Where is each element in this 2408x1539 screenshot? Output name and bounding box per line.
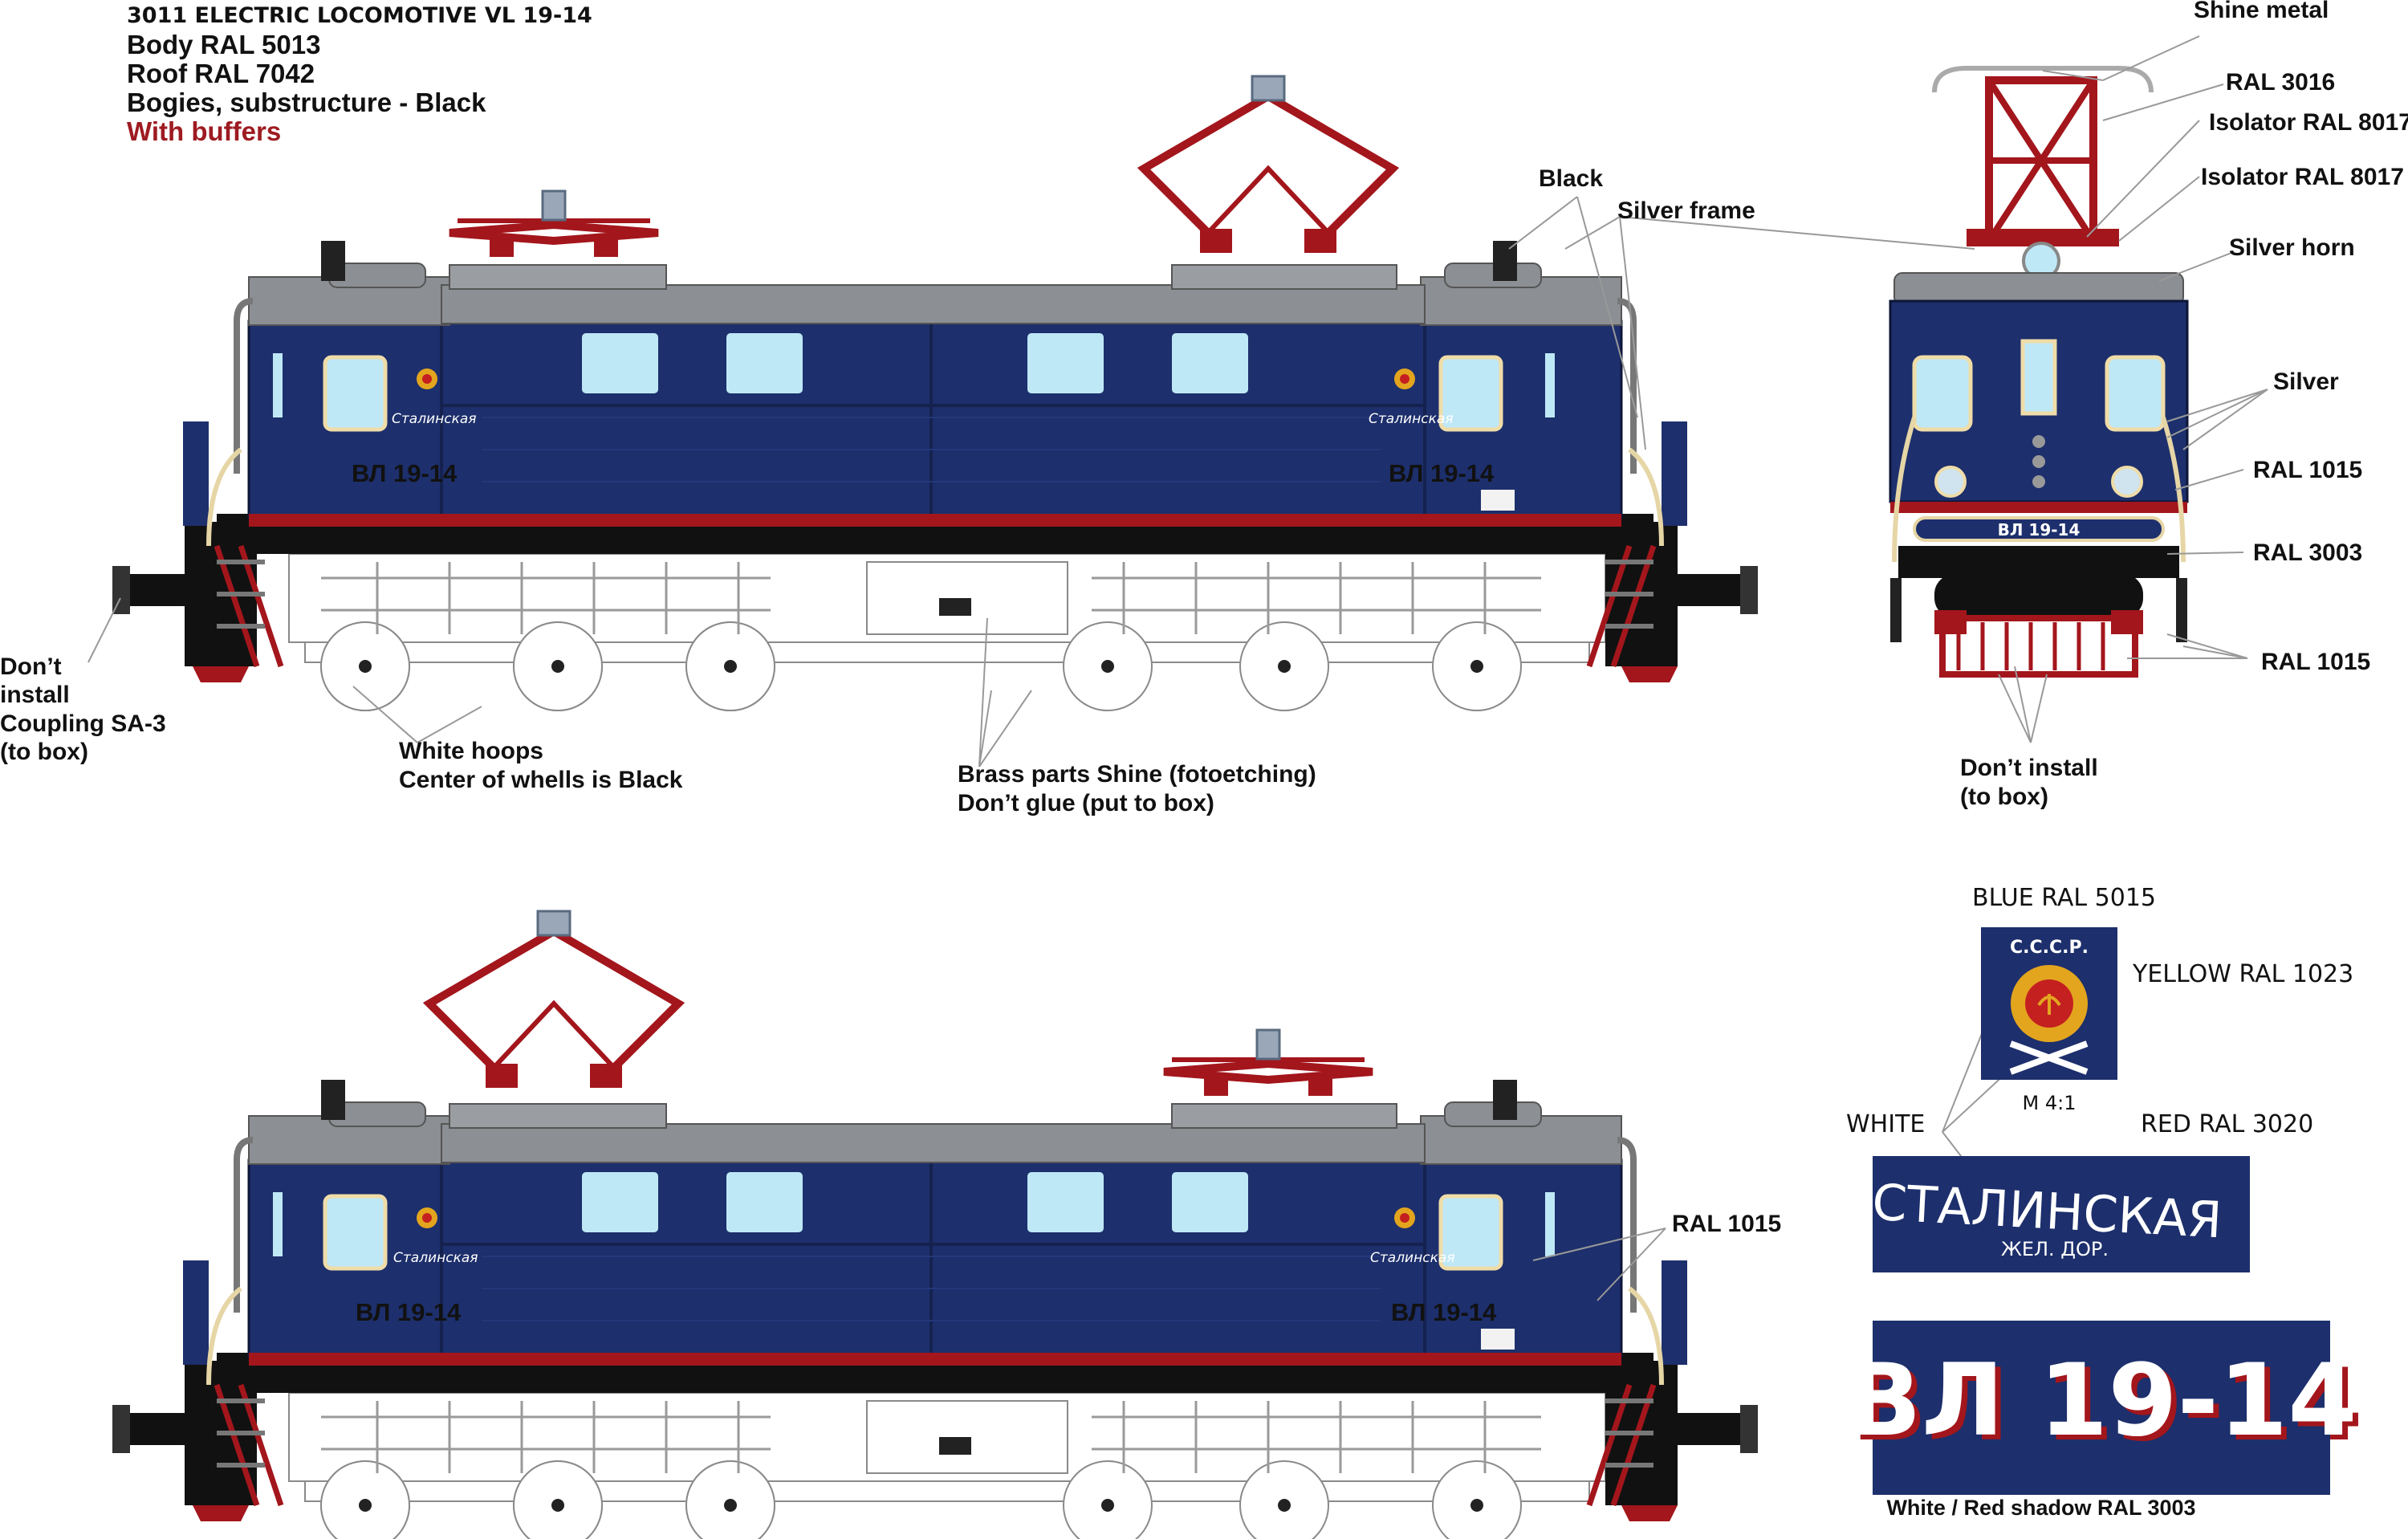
label-black: Black bbox=[1539, 165, 1603, 192]
decal-label-yellow: YELLOW RAL 1023 bbox=[2132, 960, 2353, 988]
label-silver: Silver bbox=[2273, 368, 2339, 395]
label-ral1015-a: RAL 1015 bbox=[2253, 457, 2362, 483]
label-ral1015-c: RAL 1015 bbox=[1672, 1211, 1781, 1237]
number-plate-left-bottom: ВЛ 19-14 bbox=[356, 1298, 462, 1326]
label-isolator-1: Isolator RAL 8017 bbox=[2209, 109, 2408, 136]
emblem-cccp: С.С.С.Р. bbox=[2010, 938, 2089, 958]
number-plate-right: ВЛ 19-14 bbox=[1389, 459, 1495, 487]
header-title: 3011 ELECTRIC LOCOMOTIVE VL 19-14 bbox=[127, 3, 592, 28]
label-isolator-2: Isolator RAL 8017 bbox=[2201, 164, 2404, 190]
label-brass-1: Brass parts Shine (fotoetching) bbox=[958, 761, 1316, 788]
label-ral3003: RAL 3003 bbox=[2253, 539, 2362, 566]
label-coupling-4: (to box) bbox=[0, 739, 88, 765]
label-ral1015-b: RAL 1015 bbox=[2261, 649, 2370, 675]
leader-lines bbox=[87, 35, 2268, 1301]
header-bogies-color: Bogies, substructure - Black bbox=[127, 88, 486, 117]
header-buffers-note: With buffers bbox=[127, 116, 282, 146]
loco-front-view: ВЛ 19-14 bbox=[1889, 66, 2189, 678]
label-coupling-3: Coupling SA-3 bbox=[0, 710, 166, 737]
header-roof-color: Roof RAL 7042 bbox=[127, 59, 315, 88]
label-silver-horn: Silver horn bbox=[2229, 234, 2355, 261]
decal-label-blue: BLUE RAL 5015 bbox=[1972, 884, 2156, 912]
railway-sub-decal: ЖЕЛ. ДОР. bbox=[2001, 1238, 2109, 1260]
number-decal: ВЛ 19-14 bbox=[1845, 1343, 2357, 1459]
label-white-hoops-2: Center of whells is Black bbox=[399, 767, 683, 793]
label-coupling-1: Don’t bbox=[0, 653, 62, 680]
label-dont-install-1: Don’t install bbox=[1960, 755, 2098, 781]
label-coupling-2: install bbox=[0, 682, 70, 708]
label-brass-2: Don’t glue (put to box) bbox=[958, 790, 1214, 816]
label-dont-install-2: (to box) bbox=[1960, 784, 2048, 810]
number-plate-left: ВЛ 19-14 bbox=[352, 459, 458, 487]
label-ral3016: RAL 3016 bbox=[2226, 69, 2335, 96]
loco-side-view-top: ВЛ 19-14 ВЛ 19-14 Сталинская Сталинская bbox=[112, 76, 1758, 710]
label-white-hoops-1: White hoops bbox=[399, 738, 543, 764]
railway-name-right: Сталинская bbox=[1369, 411, 1453, 427]
number-plate-right-bottom: ВЛ 19-14 bbox=[1391, 1298, 1497, 1326]
number-decal-note: White / Red shadow RAL 3003 bbox=[1886, 1496, 2195, 1520]
front-number-plate: ВЛ 19-14 bbox=[1998, 520, 2081, 539]
loco-side-view-bottom: ВЛ 19-14 ВЛ 19-14 Сталинская Сталинская bbox=[112, 911, 1758, 1539]
header-body-color: Body RAL 5013 bbox=[127, 30, 321, 59]
railway-name-plate bbox=[1873, 1156, 2250, 1272]
railway-name-left: Сталинская bbox=[392, 411, 476, 427]
callout-labels: Black Silver frame Shine metal RAL 3016 … bbox=[0, 0, 2408, 1237]
emblem-scale: M 4:1 bbox=[2023, 1092, 2076, 1114]
railway-name-left-bottom: Сталинская bbox=[393, 1250, 478, 1266]
label-silver-frame: Silver frame bbox=[1617, 197, 1755, 224]
label-shine-metal: Shine metal bbox=[2194, 0, 2329, 23]
decal-sheet: BLUE RAL 5015 YELLOW RAL 1023 WHITE RED … bbox=[1845, 884, 2362, 1520]
number-plate-decal bbox=[1873, 1321, 2330, 1495]
railway-name-right-bottom: Сталинская bbox=[1370, 1250, 1454, 1266]
header-block: 3011 ELECTRIC LOCOMOTIVE VL 19-14 Body R… bbox=[127, 2, 592, 146]
emblem-crossed-hammers bbox=[2009, 1040, 2089, 1075]
number-decal-shadow: ВЛ 19-14 bbox=[1851, 1348, 2362, 1464]
decal-label-white: WHITE bbox=[1846, 1110, 1925, 1138]
decal-label-red: RED RAL 3020 bbox=[2141, 1110, 2313, 1138]
